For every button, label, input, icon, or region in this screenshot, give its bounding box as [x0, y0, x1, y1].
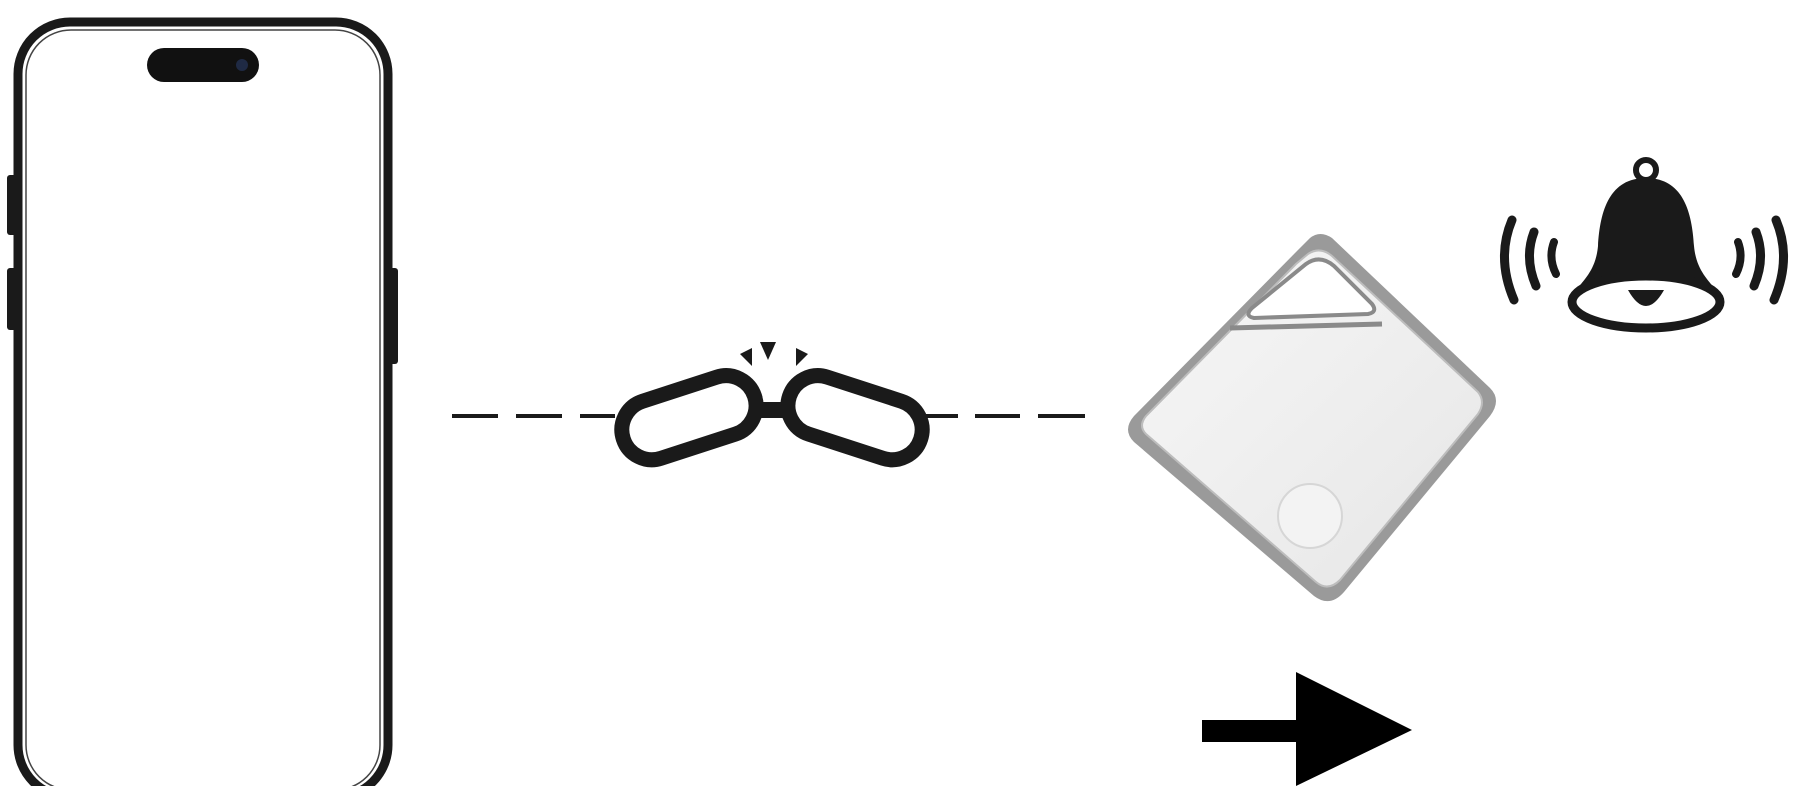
right-arrow-icon: [1190, 660, 1430, 786]
smartphone-icon: [0, 0, 410, 786]
ringing-bell-icon: [1490, 150, 1796, 360]
broken-chain-link-icon: [440, 330, 1100, 450]
diamond-tracker-tag-icon: [1120, 220, 1520, 620]
